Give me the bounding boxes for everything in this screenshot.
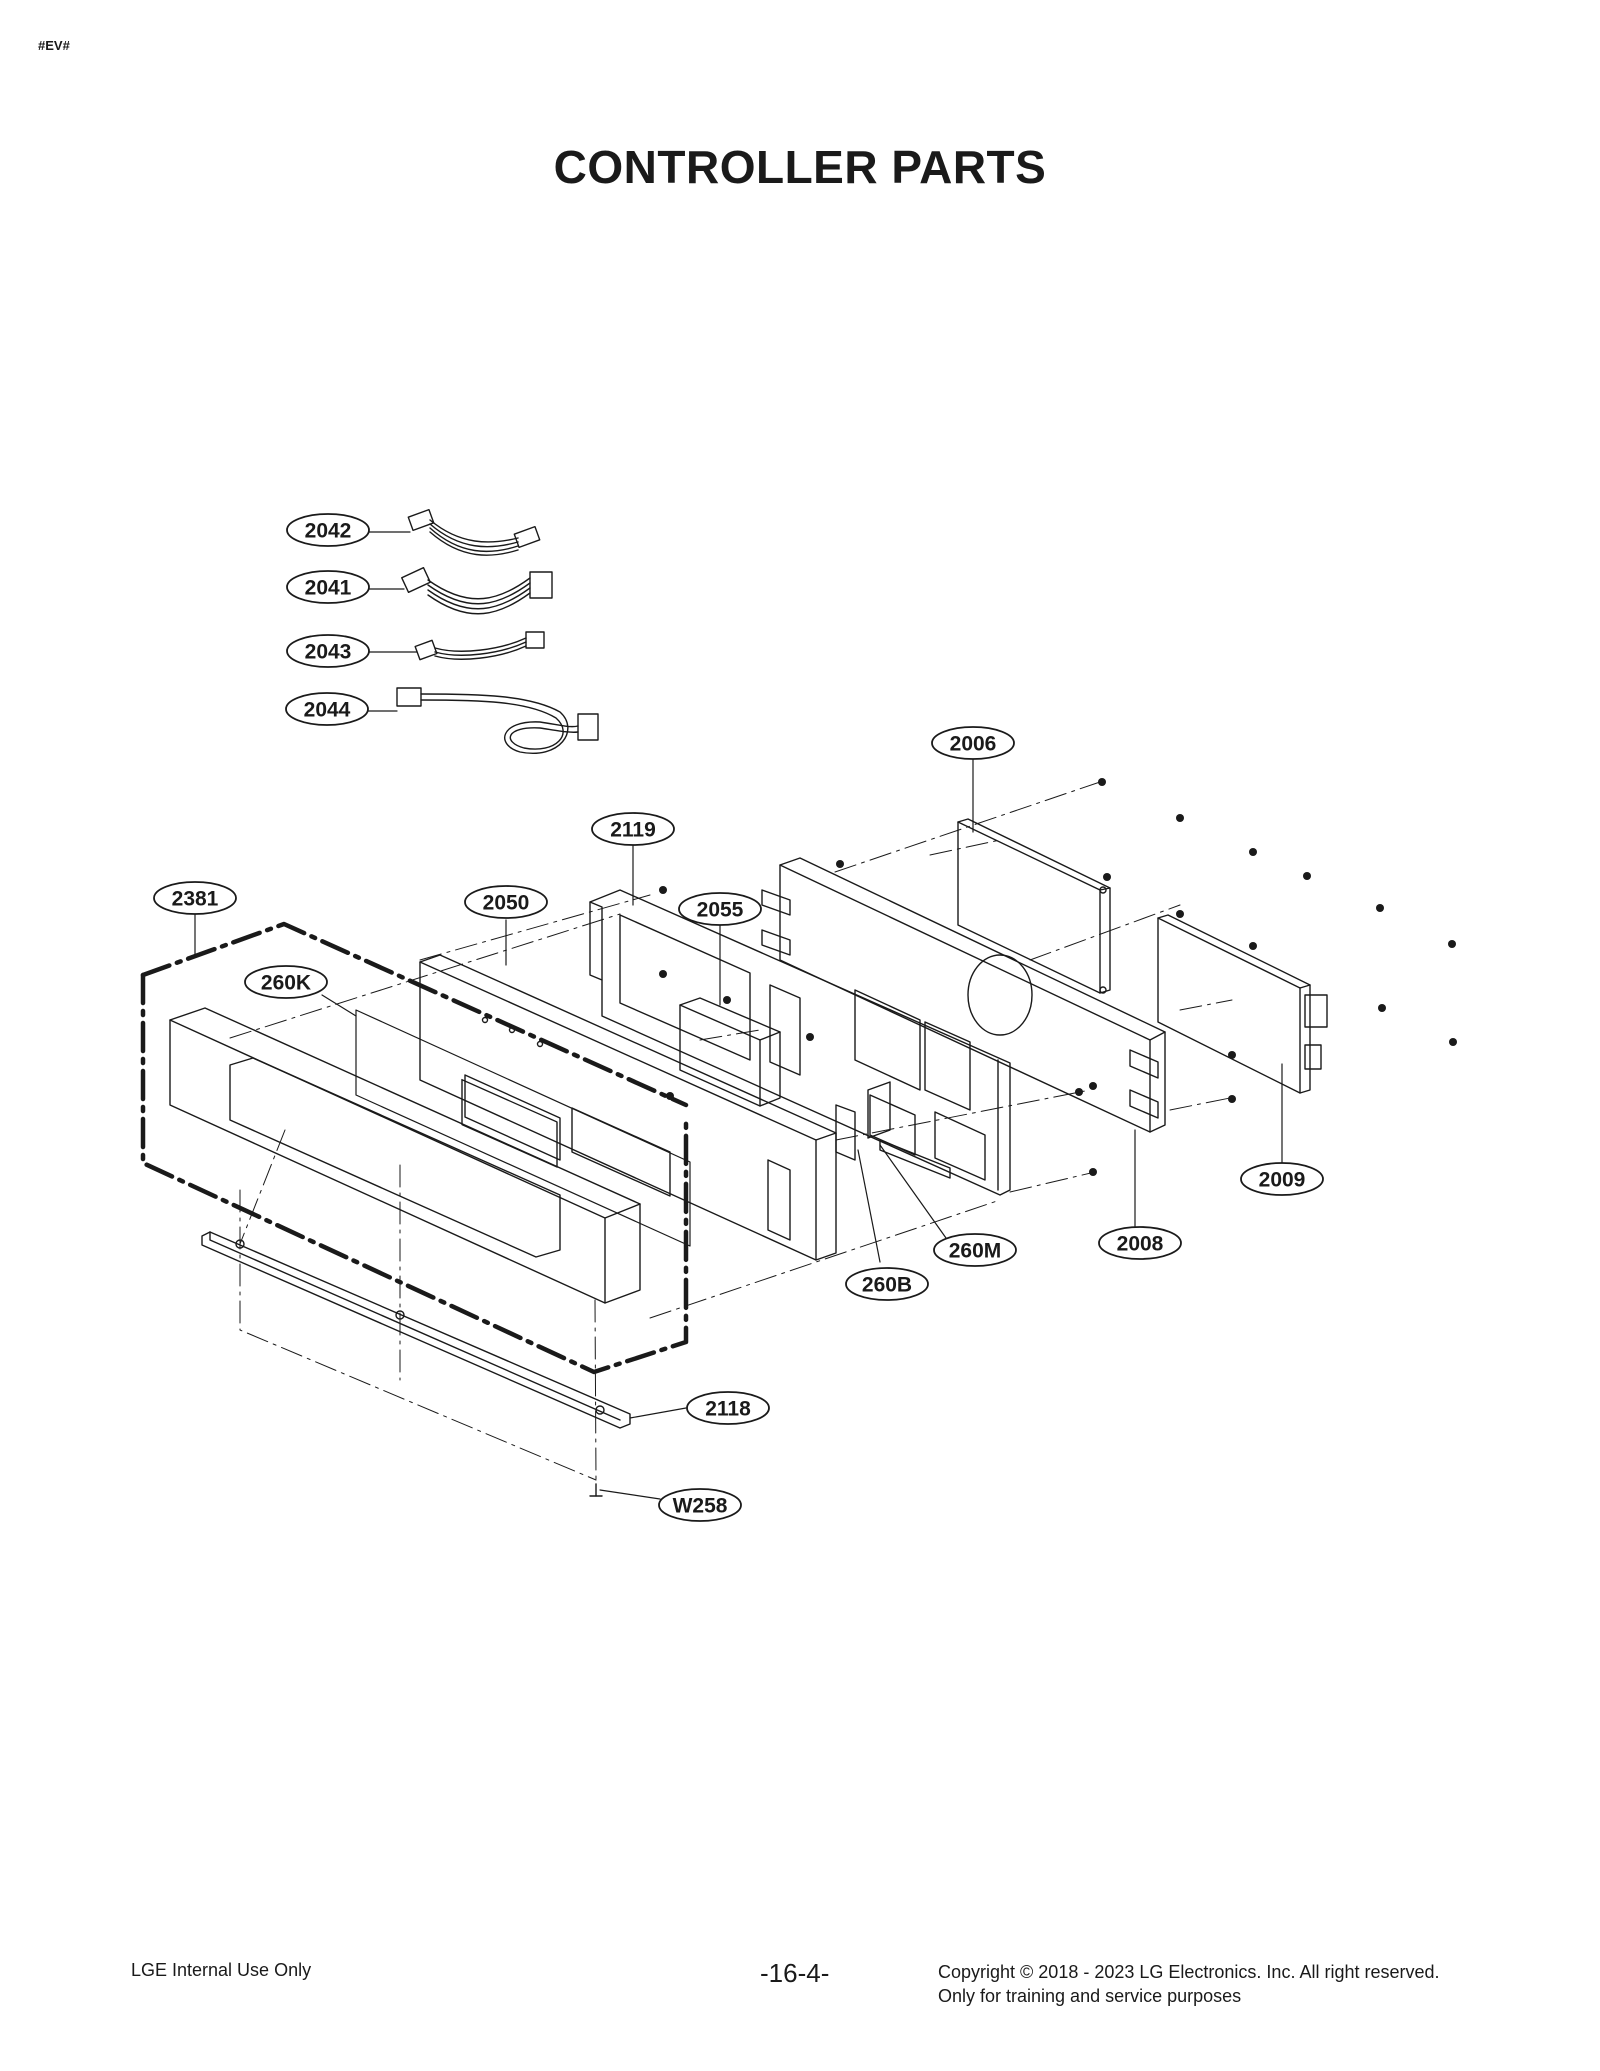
footer-internal-use: LGE Internal Use Only <box>131 1960 312 1980</box>
wire-harness-2043 <box>414 631 545 661</box>
callout-2055: 2055 <box>697 899 744 922</box>
back-cover-2008 <box>761 857 1166 1133</box>
leader-lines <box>194 531 1283 1500</box>
display-frame-2050 <box>419 954 837 1261</box>
wire-harness-2044 <box>396 687 599 754</box>
callout-2006: 2006 <box>950 733 997 756</box>
footer-copyright: Copyright © 2018 - 2023 LG Electronics. … <box>938 1960 1440 2008</box>
controller-bracket-2119 <box>589 889 1011 1196</box>
callout-W258: W258 <box>673 1495 728 1518</box>
copyright-line: Copyright © 2018 - 2023 LG Electronics. … <box>938 1962 1440 1982</box>
sub-pcb-2055 <box>679 997 781 1107</box>
page-title: CONTROLLER PARTS <box>553 141 1047 193</box>
callout-2043: 2043 <box>305 641 352 664</box>
screws <box>659 778 1457 1176</box>
callout-2008: 2008 <box>1117 1233 1164 1256</box>
main-pcb-2006 <box>957 818 1111 994</box>
screw-W258 <box>589 1483 603 1497</box>
callout-2381: 2381 <box>172 888 219 911</box>
callout-2119: 2119 <box>610 819 656 842</box>
callout-ovals <box>153 513 1324 1522</box>
insulator-260B <box>835 1104 856 1161</box>
callout-2042: 2042 <box>305 520 352 543</box>
callout-2041: 2041 <box>305 577 352 600</box>
assembly-guide-lines <box>229 781 1233 1481</box>
wire-harness-2042 <box>407 508 541 556</box>
trim-2381 <box>140 921 689 1375</box>
insulator-260M <box>867 1081 951 1179</box>
purpose-line: Only for training and service purposes <box>938 1986 1242 2006</box>
power-pcb-2009 <box>1157 914 1328 1094</box>
callout-2050: 2050 <box>483 892 530 915</box>
callout-260K: 260K <box>261 972 311 995</box>
callout-2118: 2118 <box>705 1398 751 1421</box>
callout-260M: 260M <box>949 1240 1002 1263</box>
callout-2009: 2009 <box>1259 1169 1306 1192</box>
callout-260B: 260B <box>862 1274 912 1297</box>
page-number: -16-4- <box>760 1958 830 1988</box>
front-panel-260K <box>169 1007 641 1304</box>
callout-2044: 2044 <box>304 699 351 722</box>
wire-harness-2041 <box>401 566 553 615</box>
document-tag: #EV# <box>38 38 70 53</box>
bottom-bracket-2118 <box>201 1231 631 1429</box>
